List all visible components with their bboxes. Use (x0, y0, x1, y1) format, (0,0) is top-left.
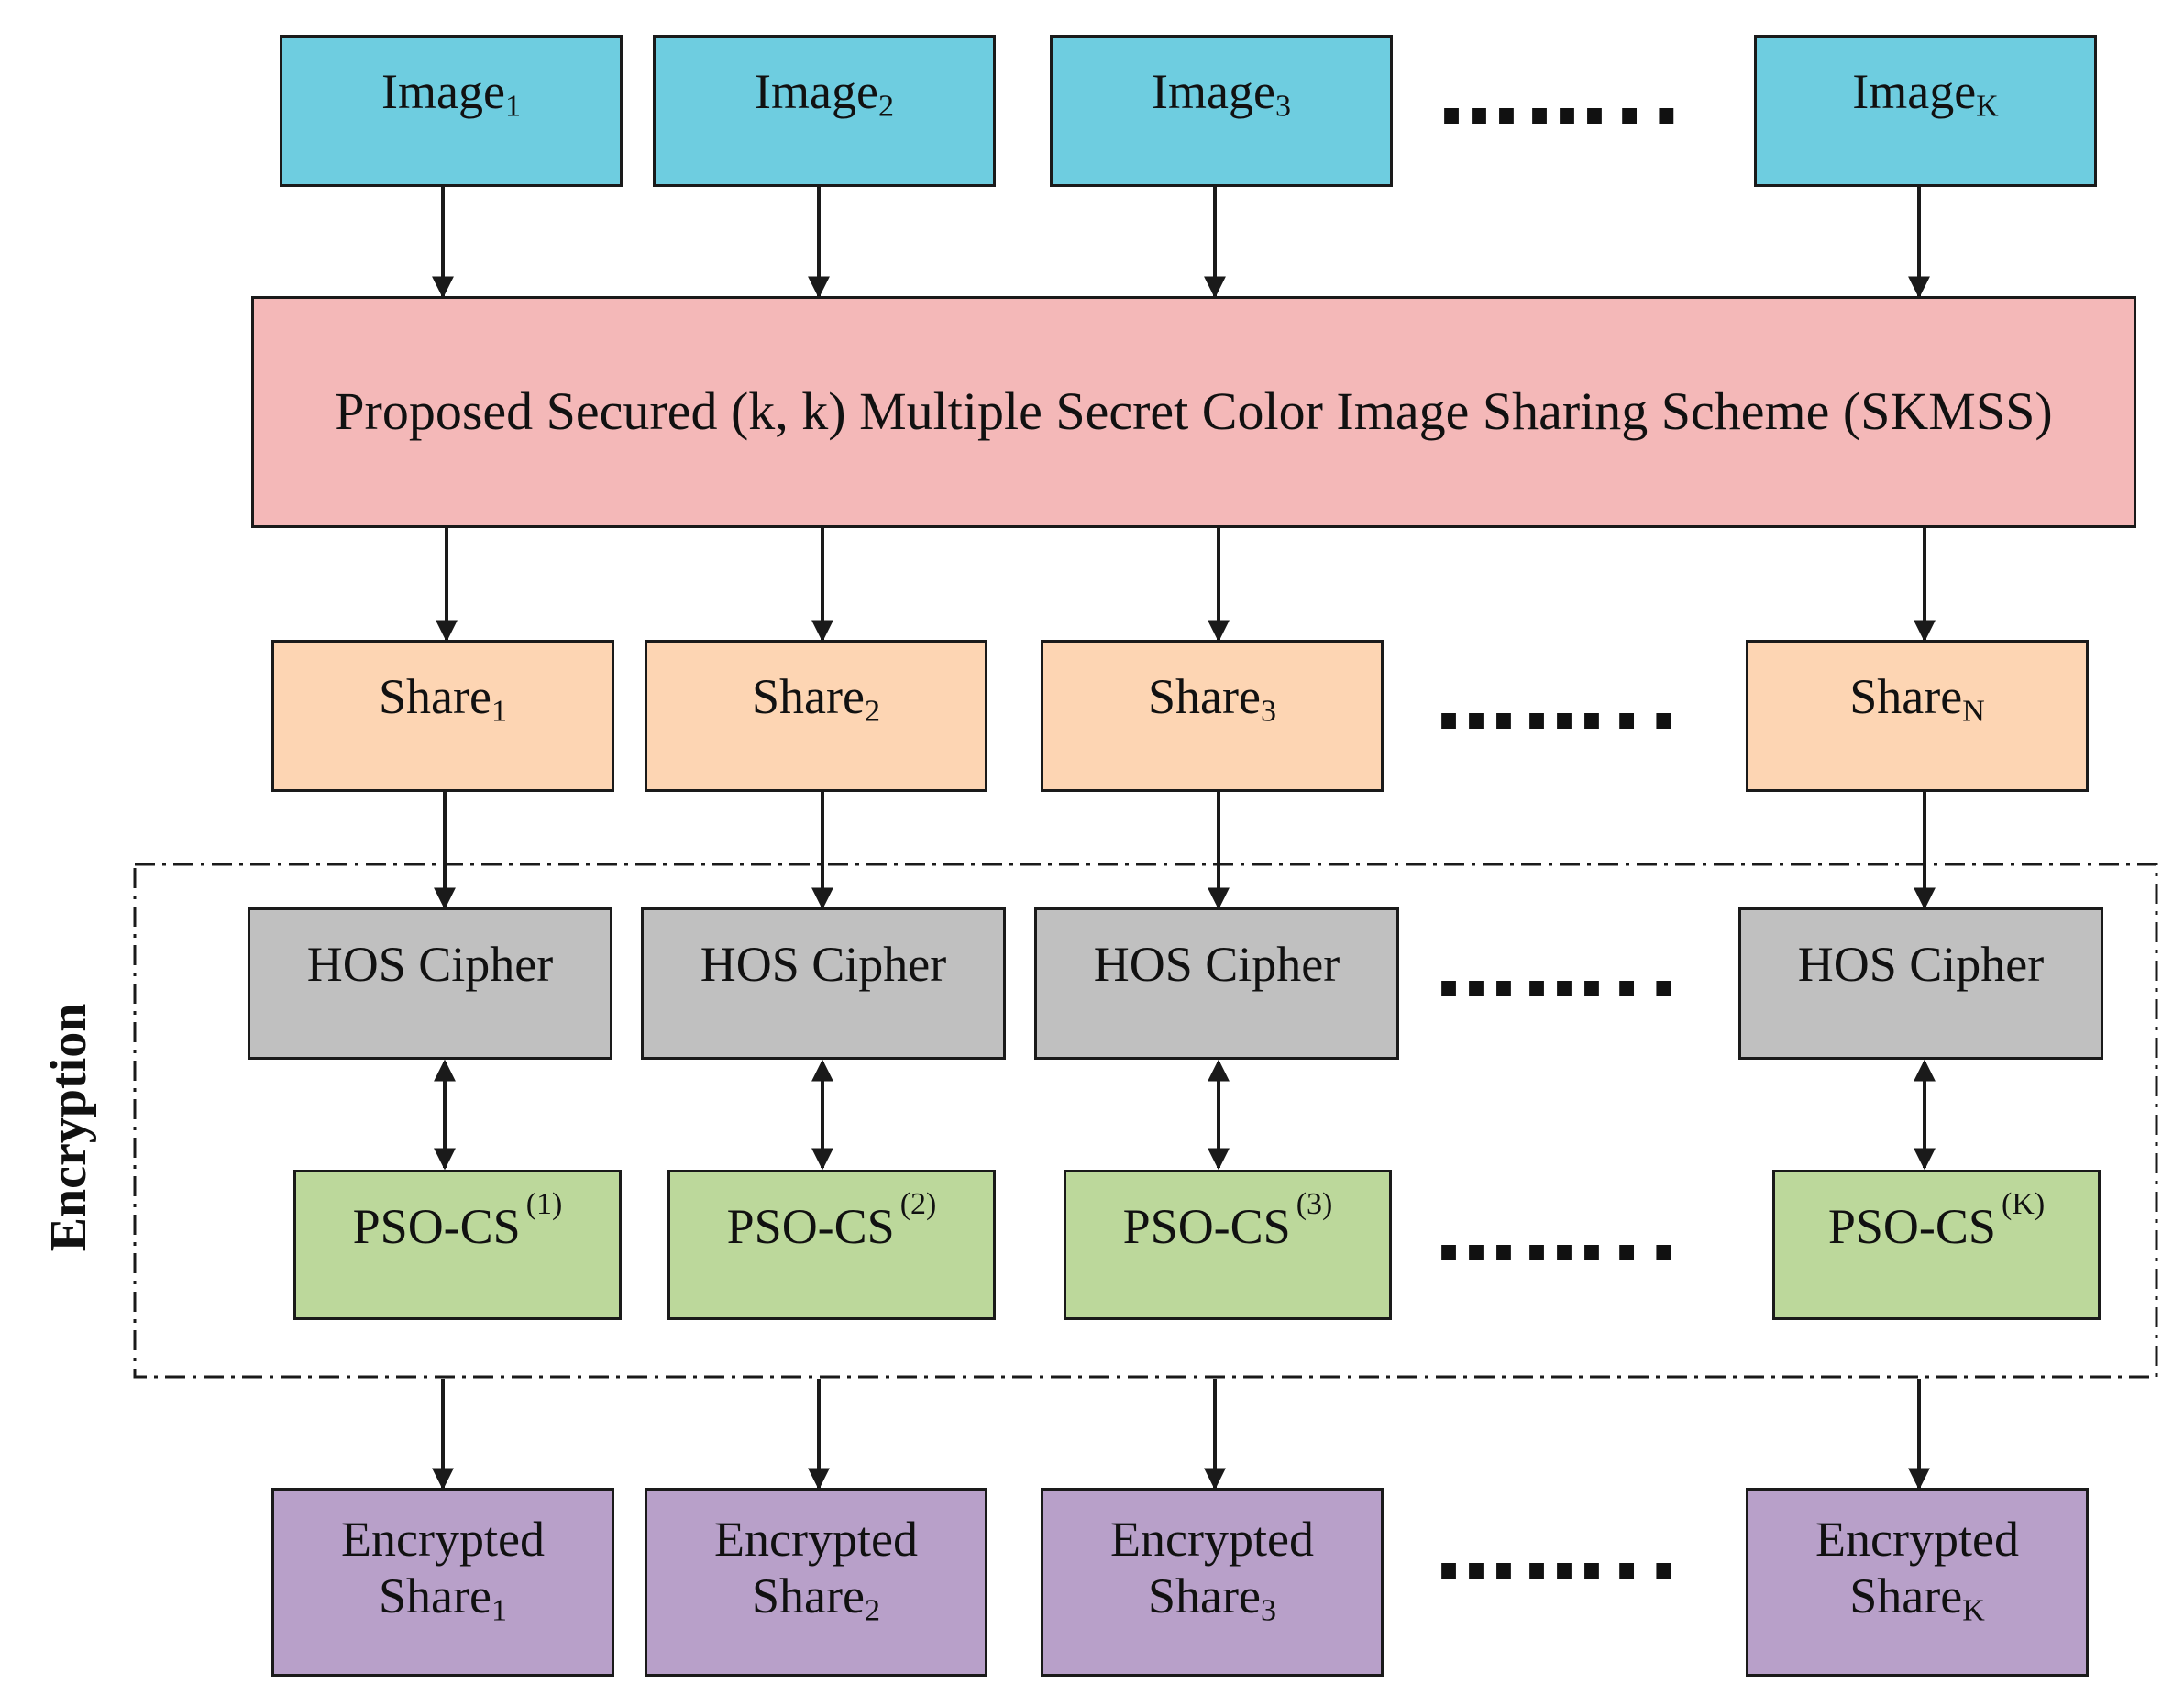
hos-cipher-box-2: HOS Cipher (641, 908, 1006, 1060)
node-label-line1: Encrypted (341, 1512, 545, 1567)
node-label-line1: Encrypted (1815, 1512, 2019, 1567)
node-label-subscript: 3 (1274, 89, 1291, 124)
node-label-superscript: (3) (1296, 1186, 1333, 1221)
node-label-line1: Encrypted (1110, 1512, 1314, 1567)
hos-cipher-box-3: HOS Cipher (1034, 908, 1399, 1060)
node-label-subscript: 1 (491, 1593, 507, 1628)
node-label: HOS Cipher (306, 937, 554, 992)
node-label-subscript: N (1962, 694, 1985, 729)
encryption-group-label: Encryption (40, 1003, 97, 1252)
node-label: Share3 (1148, 668, 1276, 727)
node-label: ShareN (1849, 668, 1985, 727)
node-label: Image2 (755, 63, 894, 122)
node-label: PSO-CS(K) (1827, 1188, 2045, 1255)
node-label: HOS Cipher (1093, 937, 1340, 992)
node-label: PSO-CS(1) (352, 1188, 563, 1255)
node-label-base: Share (1148, 669, 1261, 724)
image-box-3: Image3 (1050, 35, 1393, 187)
node-label-base: Image (755, 64, 878, 119)
pso-cs-box-3: PSO-CS(3) (1064, 1170, 1392, 1320)
share-box-2: Share2 (645, 640, 987, 792)
node-label: PSO-CS(2) (726, 1188, 937, 1255)
encryption-group-frame (133, 863, 2158, 1379)
node-label-subscript: 3 (1260, 1593, 1276, 1628)
share-box-3: Share3 (1041, 640, 1384, 792)
ellipsis-1: …….. (1438, 48, 1688, 144)
hos-cipher-box-4: HOS Cipher (1738, 908, 2103, 1060)
node-label-superscript: (K) (2001, 1186, 2046, 1221)
node-label-base: Image (381, 64, 505, 119)
node-label: HOS Cipher (1797, 937, 2045, 992)
node-label-superscript: (1) (525, 1186, 563, 1221)
hos-cipher-box-1: HOS Cipher (248, 908, 612, 1060)
ellipsis-2: …….. (1435, 653, 1685, 749)
node-label: ImageK (1852, 63, 1998, 122)
pso-cs-box-4: PSO-CS(K) (1772, 1170, 2101, 1320)
node-label-base: Image (1852, 64, 1977, 119)
node-label-base: PSO-CS (1827, 1199, 1996, 1254)
node-label-subscript: 2 (864, 1593, 880, 1628)
node-label: Image3 (1152, 63, 1291, 122)
node-label-base: Share (379, 1568, 491, 1624)
node-label-base: Share (752, 669, 865, 724)
node-label-subscript: 1 (504, 89, 521, 124)
node-label: HOS Cipher (700, 937, 947, 992)
node-label-base: Share (1849, 1568, 1963, 1624)
share-box-1: Share1 (271, 640, 614, 792)
share-box-4: ShareN (1746, 640, 2089, 792)
node-label: Share2 (752, 668, 880, 727)
node-label-base: PSO-CS (726, 1199, 895, 1254)
node-label: PSO-CS(3) (1122, 1188, 1333, 1255)
image-box-1: Image1 (280, 35, 623, 187)
ellipsis-5: …….. (1435, 1502, 1685, 1599)
node-label-base: PSO-CS (1122, 1199, 1291, 1254)
node-label-subscript: 1 (491, 694, 507, 729)
node-label-base: Share (752, 1568, 865, 1624)
pso-cs-box-1: PSO-CS(1) (293, 1170, 622, 1320)
node-label: Image1 (381, 63, 521, 122)
node-label-subscript: 2 (864, 694, 880, 729)
image-box-2: Image2 (653, 35, 996, 187)
node-label-base: Share (1849, 669, 1963, 724)
ellipsis-4: …….. (1435, 1184, 1685, 1281)
image-box-4: ImageK (1754, 35, 2097, 187)
skmss-scheme-box: Proposed Secured (k, k) Multiple Secret … (251, 296, 2136, 528)
skmss-scheme-label: Proposed Secured (k, k) Multiple Secret … (335, 381, 2053, 442)
node-label-base: Share (379, 669, 491, 724)
node-label-line1: Encrypted (714, 1512, 918, 1567)
node-label-subscript: 3 (1260, 694, 1276, 729)
pso-cs-box-2: PSO-CS(2) (667, 1170, 996, 1320)
node-label-base: PSO-CS (352, 1199, 521, 1254)
node-label-base: Image (1152, 64, 1275, 119)
node-label-superscript: (2) (899, 1186, 937, 1221)
node-label-base: Share (1148, 1568, 1261, 1624)
node-label-subscript: 2 (877, 89, 894, 124)
node-label-subscript: K (1962, 1593, 1985, 1628)
node-label-subscript: K (1976, 89, 1999, 124)
ellipsis-3: …….. (1435, 920, 1685, 1017)
node-label: Share1 (379, 668, 507, 727)
